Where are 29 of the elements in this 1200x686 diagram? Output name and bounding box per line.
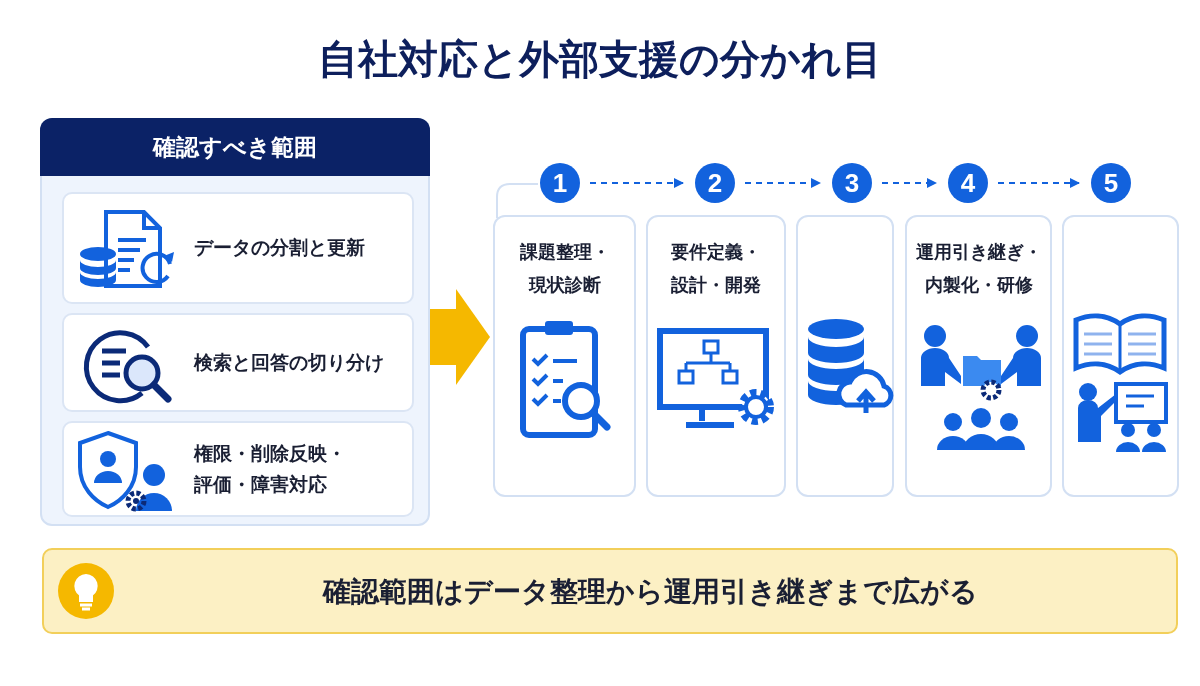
item-text: 権限・削除反映・評価・障害対応 xyxy=(194,441,347,497)
dashed-arrow xyxy=(744,178,821,188)
step-number: 2 xyxy=(695,163,735,203)
step-number: 1 xyxy=(540,163,580,203)
message-banner xyxy=(42,548,1178,634)
block-arrow xyxy=(430,289,490,385)
item-text: 検索と回答の切り分け xyxy=(194,350,385,375)
message-text: 確認範囲はデータ整理から運用引き継ぎまで広がる xyxy=(321,574,979,610)
dashed-arrow xyxy=(589,178,684,188)
dashed-arrow xyxy=(997,178,1080,188)
step-card xyxy=(905,215,1052,497)
step-text: 課題整理・現状診断 xyxy=(518,240,611,297)
item-card xyxy=(62,313,414,412)
step-card xyxy=(646,215,786,497)
step-text: 運用引き継ぎ・内製化・研修 xyxy=(914,240,1043,297)
title: 自社対応と外部支援の分かれ目 xyxy=(317,35,883,84)
step-text: 要件定義・設計・開発 xyxy=(670,240,762,297)
step-number: 3 xyxy=(832,163,872,203)
item-card xyxy=(62,192,414,304)
heading-bar: 確認すべき範囲 xyxy=(40,118,430,176)
step-number: 5 xyxy=(1091,163,1131,203)
item-card xyxy=(62,421,414,517)
dashed-arrow xyxy=(881,178,937,188)
panel-card xyxy=(40,118,430,526)
step-card xyxy=(1062,215,1179,497)
step-card xyxy=(796,215,894,497)
step-card xyxy=(493,215,636,497)
item-text: データの分割と更新 xyxy=(194,235,366,260)
step-number: 4 xyxy=(948,163,988,203)
